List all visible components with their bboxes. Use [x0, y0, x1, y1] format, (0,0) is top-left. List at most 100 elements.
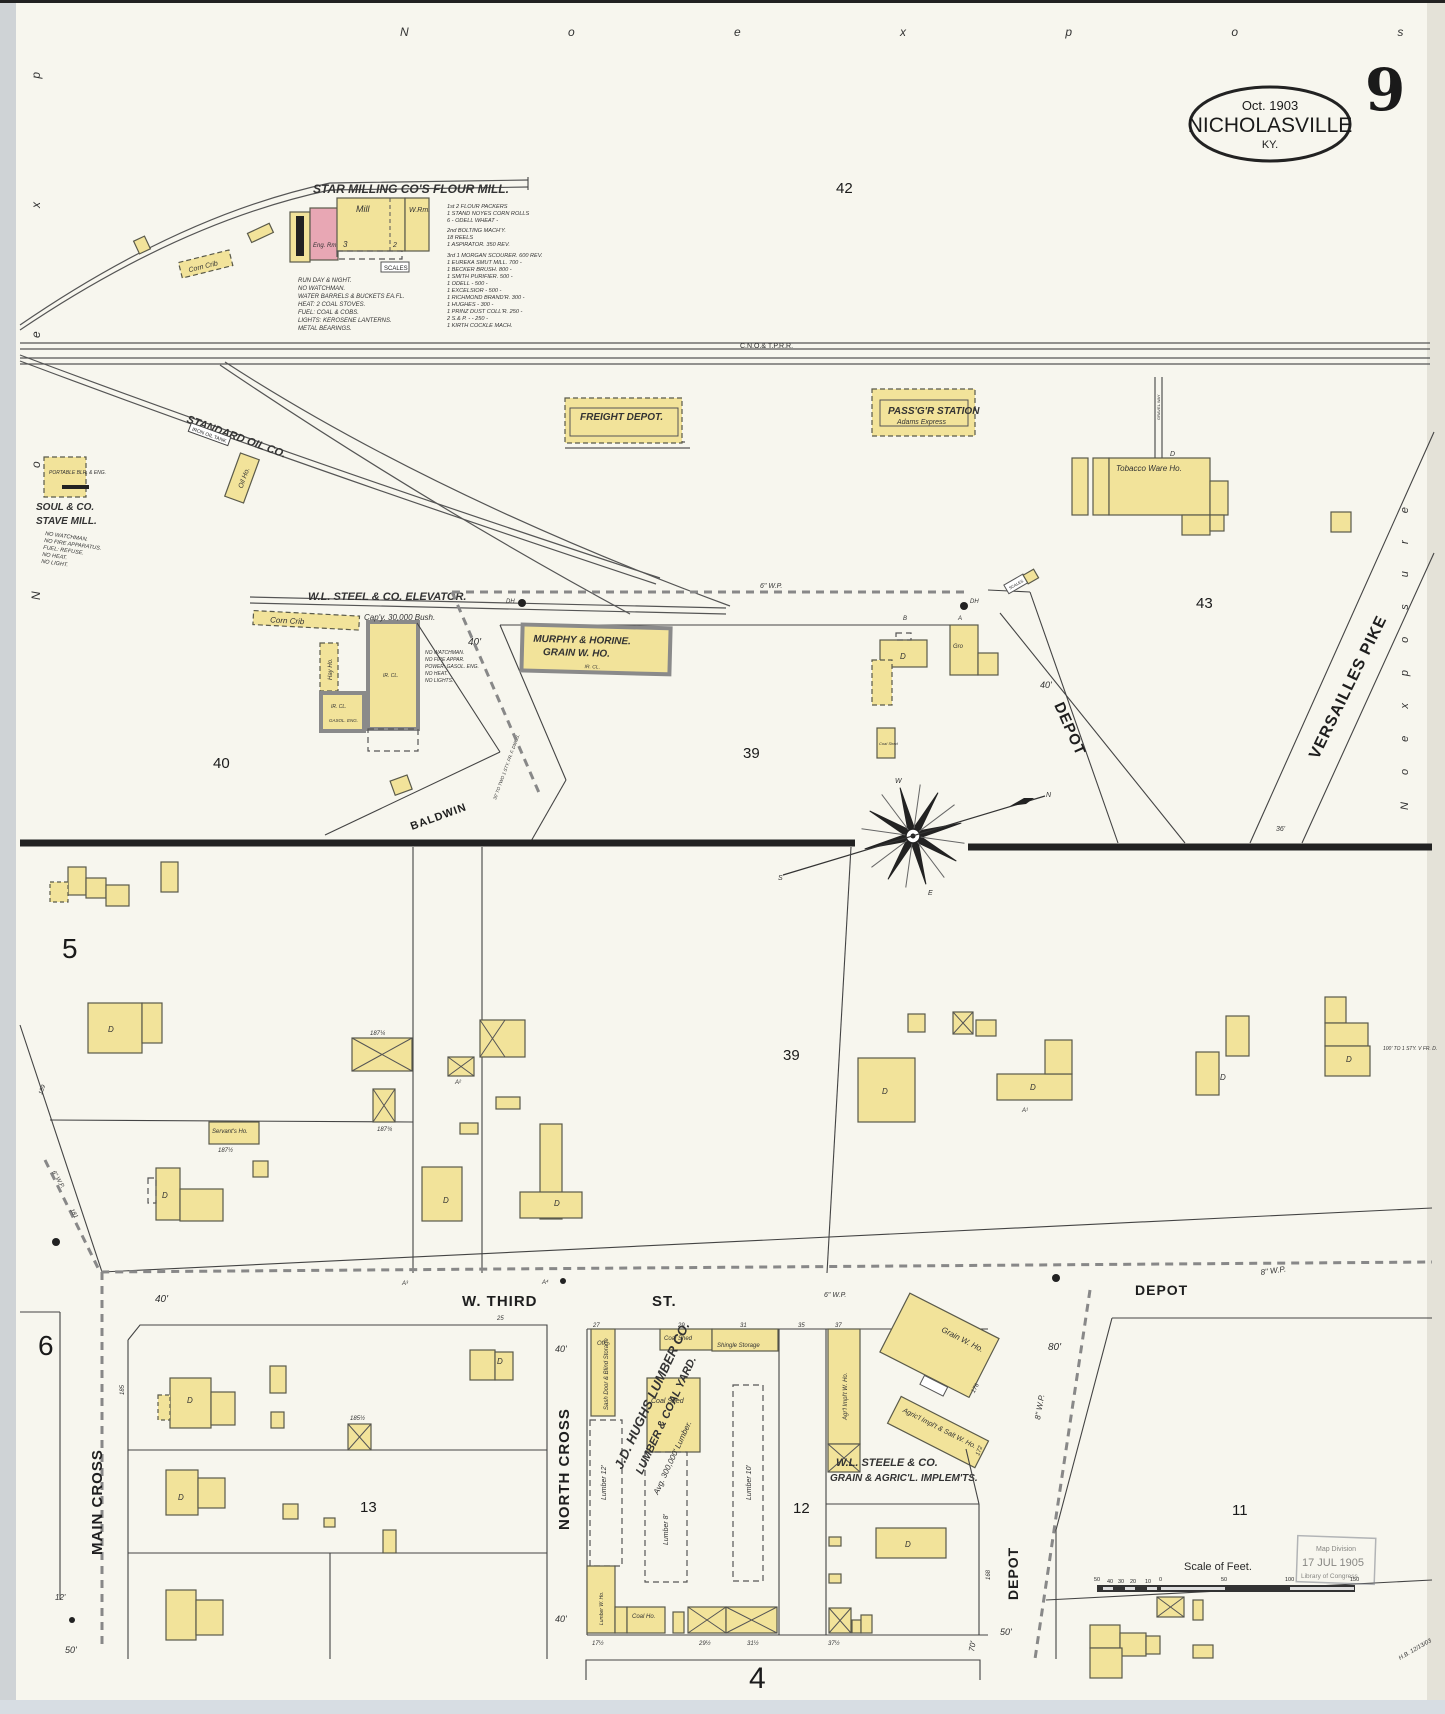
svg-text:Coal Shed: Coal Shed [664, 1336, 693, 1342]
svg-text:Corn Crib: Corn Crib [270, 615, 305, 626]
svg-text:6 - ODELL WHEAT -: 6 - ODELL WHEAT - [447, 218, 498, 224]
svg-text:IR. CL.: IR. CL. [383, 673, 399, 679]
svg-text:185: 185 [120, 1384, 126, 1395]
svg-text:D: D [178, 1493, 184, 1502]
svg-text:Map Division: Map Division [1316, 1546, 1356, 1553]
svg-text:Gro: Gro [953, 644, 964, 650]
svg-text:3: 3 [343, 240, 348, 249]
svg-text:N: N [1046, 792, 1052, 799]
svg-text:D: D [187, 1396, 193, 1405]
svg-text:30: 30 [1118, 1579, 1124, 1585]
svg-text:6" W.P.: 6" W.P. [760, 583, 782, 590]
svg-text:25: 25 [496, 1316, 504, 1322]
svg-text:D: D [1030, 1083, 1036, 1092]
svg-text:Servant's Ho.: Servant's Ho. [212, 1129, 248, 1135]
svg-text:Mill: Mill [356, 204, 370, 214]
street-main-cross: MAIN CROSS [89, 1449, 106, 1555]
svg-text:W: W [895, 778, 903, 785]
svg-text:40': 40' [555, 1344, 567, 1354]
svg-text:176: 176 [971, 1382, 981, 1394]
svg-text:17 JUL 1905: 17 JUL 1905 [1302, 1557, 1364, 1569]
water-pipe-upper: DH DH 6" W.P. [450, 583, 979, 796]
svg-text:Library of Congress: Library of Congress [1301, 1573, 1358, 1580]
block-number-40: 40 [213, 755, 230, 772]
svg-text:VERSAILLES PIKE: VERSAILLES PIKE [1306, 613, 1390, 762]
railroad-label: C.N.O.& T.P.R.R. [740, 343, 793, 350]
svg-text:1 ASPIRATOR. 350 REV.: 1 ASPIRATOR. 350 REV. [447, 242, 510, 248]
svg-text:36': 36' [1276, 826, 1286, 833]
svg-text:12: 12 [793, 1500, 810, 1517]
mill-scales [380, 261, 410, 273]
svg-text:D: D [554, 1199, 560, 1208]
svg-text:3rd 1 MORGAN SCOURER. 600 R: 3rd 1 MORGAN SCOURER. 600 REV. [447, 253, 543, 259]
svg-text:40': 40' [1040, 680, 1052, 690]
tobacco-warehouse: GRAVEL WAY D Tobacco Ware Ho. [1071, 377, 1352, 536]
siding-curve-3 [219, 364, 631, 615]
svg-text:D: D [905, 1540, 911, 1549]
soul-co-stave-mill: PORTABLE BLR. & ENG. SOUL & CO. STAVE MI… [36, 456, 106, 568]
svg-text:10: 10 [1145, 1579, 1151, 1585]
block-number-11: 11 [1232, 1502, 1248, 1519]
svg-text:Shingle Storage: Shingle Storage [717, 1343, 760, 1349]
svg-text:NO WATCHMAN.: NO WATCHMAN. [298, 286, 345, 292]
svg-text:NO HEAT.: NO HEAT. [42, 552, 68, 561]
elevator-track-1 [249, 596, 727, 609]
svg-text:D: D [497, 1357, 503, 1366]
svg-text:W.L. STEEL & CO. ELEVATOR.: W.L. STEEL & CO. ELEVATOR. [308, 591, 467, 603]
svg-text:100' TO 1 STY. V FR. D.: 100' TO 1 STY. V FR. D. [1383, 1046, 1437, 1052]
svg-text:1 RICHMOND BRAND'R. 300 -: 1 RICHMOND BRAND'R. 300 - [447, 295, 525, 301]
svg-text:18 REELS: 18 REELS [447, 235, 473, 241]
svg-text:4: 4 [749, 1662, 766, 1695]
svg-text:40: 40 [1107, 1579, 1113, 1585]
elevator-track-2 [249, 602, 727, 615]
state-name: KY. [1262, 139, 1278, 151]
exposure-note-top: N o e x p o s u r e [400, 25, 1445, 39]
svg-text:Coal Shed: Coal Shed [879, 741, 898, 746]
svg-text:SOUL & CO.: SOUL & CO. [36, 502, 94, 513]
depot-street-south: DEPOT 80' 8" W.P. 50' 70' [967, 1289, 1432, 1660]
svg-text:Scale of Feet.: Scale of Feet. [1184, 1561, 1252, 1573]
svg-text:150: 150 [1350, 1577, 1359, 1583]
siding-curve-2 [19, 360, 657, 585]
star-milling-title: STAR MILLING CO'S FLOUR MILL. [313, 182, 509, 196]
svg-text:Lumber 10': Lumber 10' [746, 1465, 753, 1500]
map-paper [16, 3, 1427, 1700]
svg-text:1 SMITH PURIFIER. 500 -: 1 SMITH PURIFIER. 500 - [447, 274, 513, 280]
svg-text:A⁴: A⁴ [541, 1279, 549, 1286]
svg-text:LIGHTS: KEROSENE LANTERNS.: LIGHTS: KEROSENE LANTERNS. [298, 318, 392, 324]
street-north-cross: NORTH CROSS [556, 1408, 573, 1530]
svg-text:Hay Ho.: Hay Ho. [328, 658, 334, 680]
standard-oil-co: STANDARD OIL CO. IRON OIL TANK Oil Ho. [185, 414, 287, 504]
town-name: NICHOLASVILLE [1188, 114, 1353, 137]
svg-text:50: 50 [1094, 1577, 1100, 1583]
svg-text:Agr'l Impl't W. Ho.: Agr'l Impl't W. Ho. [843, 1373, 849, 1421]
svg-text:168: 168 [986, 1569, 992, 1580]
scan-edge-right [1427, 3, 1445, 1703]
svg-text:S: S [778, 875, 783, 882]
svg-text:30' TO TWO 1 STY. FR. F. DWGS.: 30' TO TWO 1 STY. FR. F. DWGS. [492, 734, 520, 801]
svg-text:Tobacco Ware Ho.: Tobacco Ware Ho. [1116, 464, 1182, 473]
svg-text:2 S.& P. - - 250 -: 2 S.& P. - - 250 - [446, 316, 488, 322]
svg-text:100: 100 [1285, 1577, 1294, 1583]
svg-text:Coal Shed: Coal Shed [651, 1398, 685, 1405]
svg-text:Coal Ho.: Coal Ho. [632, 1614, 655, 1620]
scan-edge-left [0, 3, 16, 1703]
svg-text:1 STAND NOYES CORN ROLLS: 1 STAND NOYES CORN ROLLS [447, 211, 530, 217]
svg-text:FUEL: REFUSE.: FUEL: REFUSE. [43, 545, 84, 557]
svg-text:DEPOT: DEPOT [1005, 1547, 1021, 1600]
title-oval [1188, 85, 1352, 163]
star-milling-flour-mill: STAR MILLING CO'S FLOUR MILL. Eng. Rm. M… [132, 182, 543, 332]
svg-text:NO FIRE APPAR.: NO FIRE APPAR. [425, 657, 464, 663]
title-cartouche: Oct. 1903 NICHOLASVILLE KY. [1188, 85, 1353, 163]
svg-text:MURPHY & HORINE.: MURPHY & HORINE. [533, 634, 631, 648]
wl-steel-elevator: W.L. STEEL & CO. ELEVATOR. Corn Crib Hay… [252, 591, 567, 844]
library-of-congress-stamp: Map Division 17 JUL 1905 Library of Cong… [1295, 1534, 1377, 1586]
svg-text:DH: DH [970, 599, 979, 605]
svg-text:NO HEAT.: NO HEAT. [425, 671, 448, 677]
block-number-39-north: 39 [743, 745, 760, 762]
svg-text:187¼: 187¼ [370, 1031, 385, 1037]
svg-text:12': 12' [55, 1593, 66, 1602]
svg-text:80': 80' [1048, 1342, 1062, 1353]
svg-text:37½: 37½ [828, 1640, 840, 1647]
